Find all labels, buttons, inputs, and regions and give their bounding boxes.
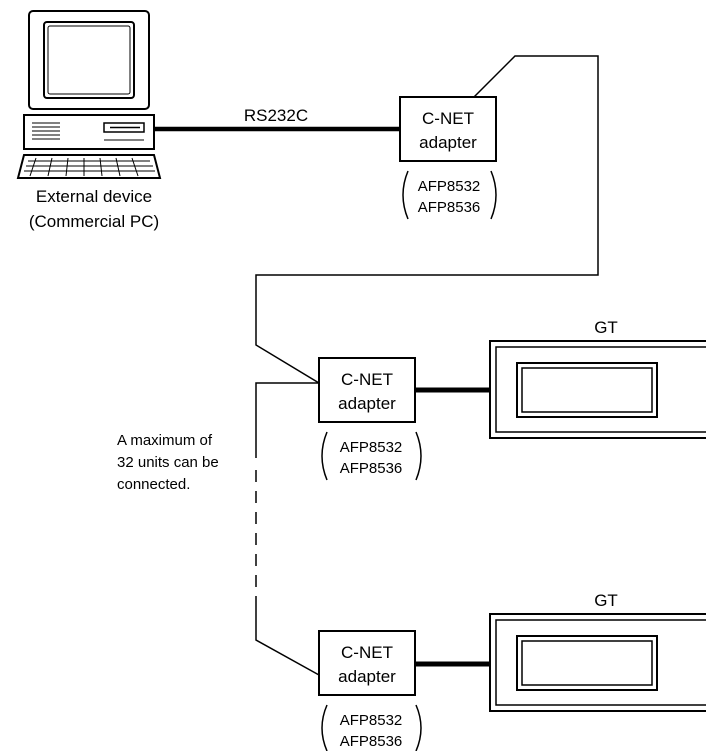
network-line-branch-bottom: [255, 600, 320, 676]
gt-unit-1: [489, 340, 706, 439]
cnet-adapter-2: [318, 357, 416, 423]
pc-monitor-screen: [43, 21, 135, 99]
adapter-2-model-paren-right: [415, 431, 422, 481]
gt-unit-2-label: GT: [594, 591, 618, 610]
adapter-1-model-2: AFP8536: [418, 199, 481, 216]
cnet-adapter-2-type: adapter: [338, 394, 396, 413]
adapter-2-model-paren-left: [321, 431, 328, 481]
max-units-note-line1: A maximum of: [117, 432, 213, 449]
adapter-2-model-2: AFP8536: [340, 460, 403, 477]
pc-system-unit: [23, 114, 155, 150]
network-line-branch-top: [255, 382, 319, 458]
adapter-1-model-paren-right: [490, 170, 497, 220]
adapter-3-model-2: AFP8536: [340, 733, 403, 750]
gt-unit-1-screen: [516, 362, 658, 418]
gt-unit-2-screen: [516, 635, 658, 691]
max-units-note-line2: 32 units can be: [117, 454, 219, 471]
gt-unit-2: [489, 613, 706, 712]
adapter-2-model-1: AFP8532: [340, 439, 403, 456]
cnet-adapter-1: [399, 96, 497, 162]
pc-keyboard: [16, 154, 162, 179]
pc-icon: [16, 10, 162, 179]
cnet-adapter-3: [318, 630, 416, 696]
cnet-adapter-2-name: C-NET: [341, 370, 393, 389]
cnet-adapter-3-name: C-NET: [341, 643, 393, 662]
rs232c-label: RS232C: [244, 106, 308, 125]
pc-monitor: [28, 10, 150, 110]
max-units-note-line3: connected.: [117, 476, 190, 493]
cnet-adapter-1-type: adapter: [419, 133, 477, 152]
adapter-3-model-paren-right: [415, 704, 422, 751]
gt-unit-1-label: GT: [594, 318, 618, 337]
adapter-3-model-paren-left: [321, 704, 328, 751]
cnet-adapter-1-name: C-NET: [422, 109, 474, 128]
external-device-sublabel: (Commercial PC): [29, 212, 159, 231]
cnet-adapter-3-type: adapter: [338, 667, 396, 686]
adapter-1-model-1: AFP8532: [418, 178, 481, 195]
adapter-1-model-paren-left: [402, 170, 409, 220]
network-line-main: [255, 55, 599, 384]
adapter-3-model-1: AFP8532: [340, 712, 403, 729]
external-device-label: External device: [36, 187, 152, 206]
